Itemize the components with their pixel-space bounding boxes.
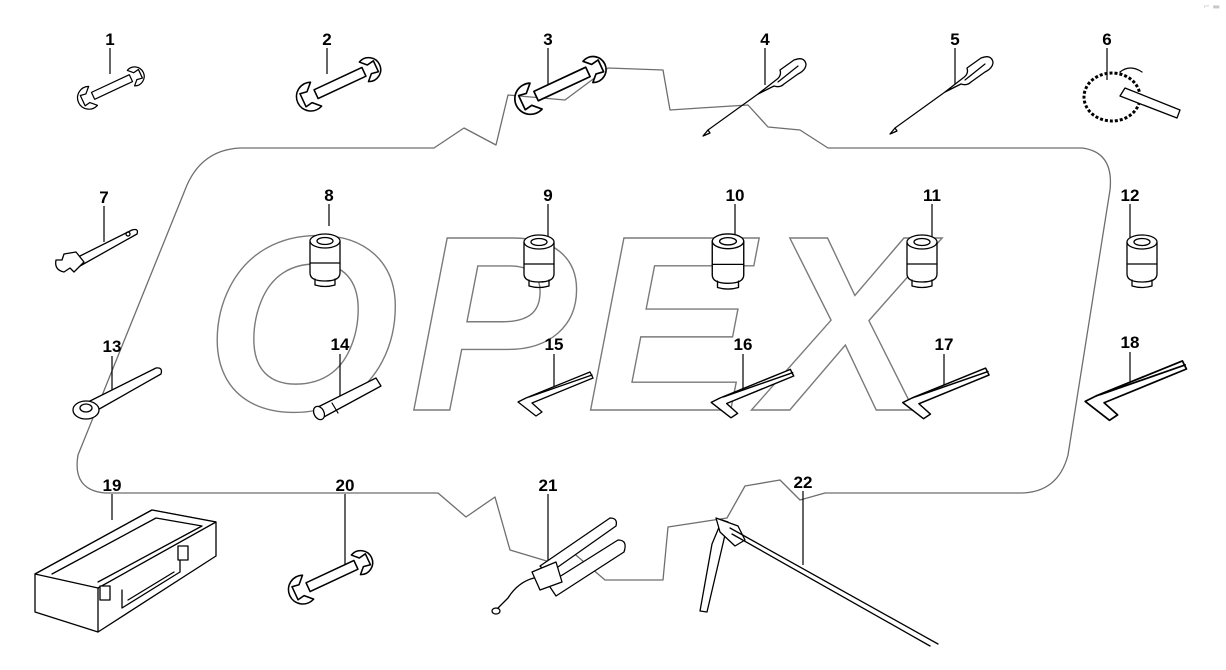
part-21-grease-gun [491,517,626,615]
callout-12: 12 [1121,186,1140,205]
part-8-socket [309,233,341,288]
part-1-open-end-wrench [73,61,149,114]
watermark: OPEX [76,67,1112,581]
part-2-open-end-wrench [290,50,387,117]
part-10-socket [711,233,745,290]
part-5-screwdriver [889,56,994,135]
callout-14: 14 [331,335,350,354]
callout-15: 15 [545,335,564,354]
part-3-open-end-wrench [508,49,613,121]
part-18-hex-key [1084,360,1188,422]
watermark-text: OPEX [205,184,943,463]
part-4-screwdriver [702,58,807,137]
callout-7: 7 [99,188,108,207]
callout-4: 4 [760,30,770,49]
part-20-open-end-wrench [282,543,379,610]
part-7-adjustable-wrench [55,228,139,273]
callout-13: 13 [103,337,122,356]
callout-16: 16 [734,335,753,354]
part-14-tube-socket-wrench [312,377,382,421]
callout-1: 1 [105,30,114,49]
part-6-chain-wrench [1082,67,1181,123]
watermark-gear-outline [76,67,1112,581]
callout-9: 9 [543,186,552,205]
callout-8: 8 [324,186,333,205]
part-22-tire-lever-rod [699,517,939,647]
part-9-socket [523,234,555,289]
callout-numbers: 1 2 3 4 5 6 7 8 9 10 11 12 13 14 15 16 1… [99,30,1139,495]
callout-18: 18 [1121,333,1140,352]
part-19-tool-box [34,509,217,633]
callout-2: 2 [322,30,331,49]
callout-11: 11 [923,186,941,205]
part-11-socket [906,234,938,289]
callout-21: 21 [539,476,558,495]
part-13-spark-plug-wrench [72,367,163,420]
callout-5: 5 [950,30,959,49]
part-12-socket [1126,234,1158,289]
callout-22: 22 [794,473,813,492]
callout-20: 20 [336,476,355,495]
corner-mark: ⌐ ▬ [1203,2,1220,11]
callout-6: 6 [1102,30,1111,49]
callout-19: 19 [103,476,122,495]
callout-3: 3 [543,30,552,49]
callout-10: 10 [726,186,745,205]
callout-17: 17 [935,335,954,354]
